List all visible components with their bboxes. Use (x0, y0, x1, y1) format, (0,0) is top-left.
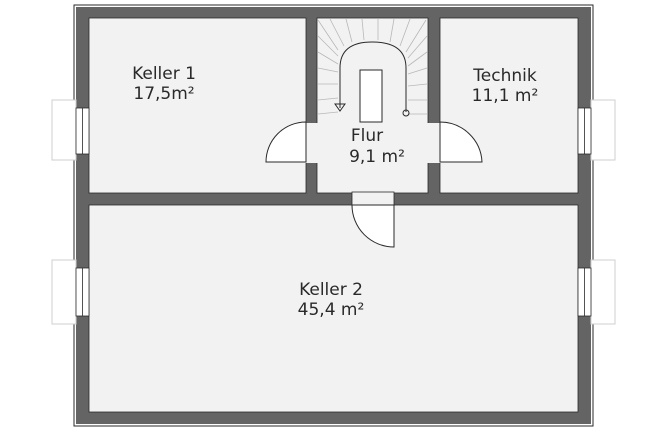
stair-well (359, 69, 383, 123)
door-technik (427, 121, 483, 163)
stair-arrow-icon (334, 103, 346, 112)
door-keller-2 (351, 191, 395, 248)
flur-name: Flur (351, 126, 383, 146)
door-keller-1 (265, 121, 318, 163)
window-keller-2-right (577, 259, 616, 325)
staircase (317, 18, 428, 115)
room-technik (439, 17, 579, 194)
technik-area: 11,1 m² (472, 86, 539, 106)
room-keller-1 (88, 17, 307, 194)
flur-area: 9,1 m² (349, 147, 405, 167)
stair-start-icon (402, 109, 410, 117)
keller-2-name: Keller 2 (299, 280, 363, 300)
keller-1-name: Keller 1 (132, 64, 196, 84)
window-technik (577, 99, 616, 161)
keller-2-area: 45,4 m² (298, 300, 365, 320)
room-keller-2 (88, 204, 579, 413)
window-keller-2-left (51, 259, 90, 325)
window-keller-1 (51, 99, 90, 161)
technik-name: Technik (472, 66, 537, 86)
stair-walk-line (339, 41, 407, 112)
keller-1-area: 17,5m² (133, 84, 194, 104)
